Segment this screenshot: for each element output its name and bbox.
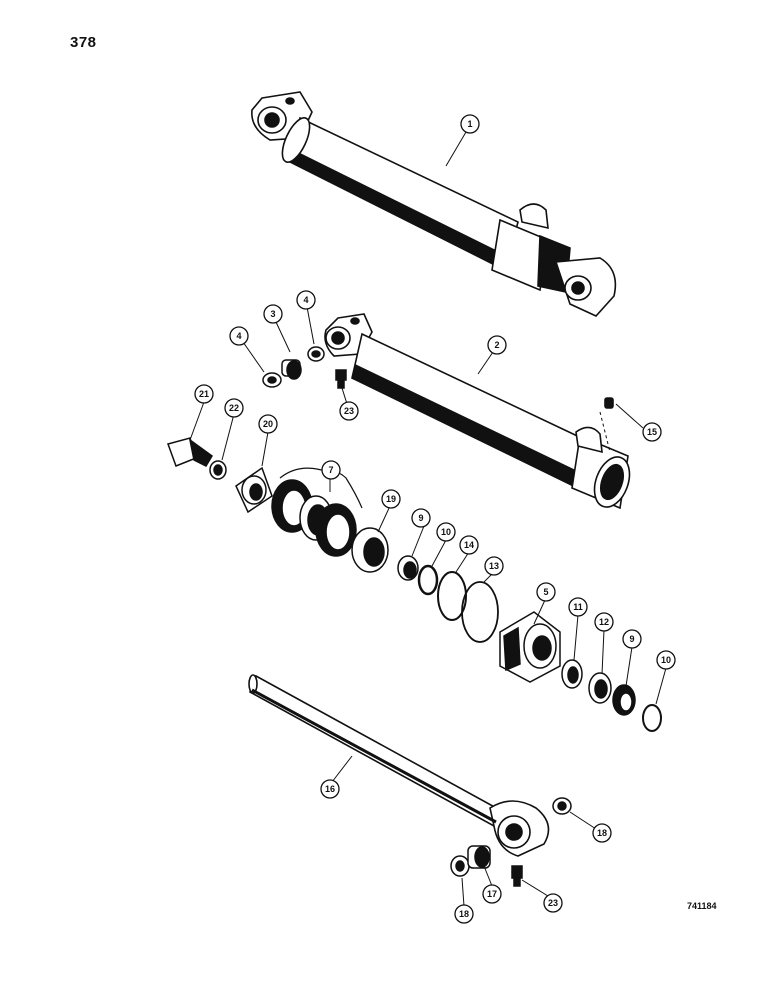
callout-17: 17 [482, 884, 502, 904]
callout-label: 11 [573, 602, 583, 612]
callout-label: 2 [494, 340, 499, 350]
callout-label: 23 [344, 406, 354, 416]
callout-1: 1 [460, 114, 480, 134]
callout-label: 4 [236, 331, 241, 341]
callout-13: 13 [484, 556, 504, 576]
callout-19: 19 [381, 489, 401, 509]
small-parts-bottom [450, 797, 572, 887]
callout-circle [536, 582, 556, 602]
callout-circle [320, 779, 340, 799]
callout-circle [622, 629, 642, 649]
callout-circle [459, 535, 479, 555]
callout-label: 10 [441, 527, 451, 537]
callout-4: 4 [296, 290, 316, 310]
figure-code: 741184 [687, 901, 717, 911]
cylinder-assembly [251, 91, 617, 317]
callout-label: 14 [464, 540, 474, 550]
callout-2: 2 [487, 335, 507, 355]
callout-circle [642, 422, 662, 442]
callout-label: 5 [543, 587, 548, 597]
callout-circle [224, 398, 244, 418]
callout-5: 5 [536, 582, 556, 602]
callout-21: 21 [194, 384, 214, 404]
callout-18: 18 [592, 823, 612, 843]
callout-circle [411, 508, 431, 528]
callout-circle [454, 904, 474, 924]
callout-10: 10 [656, 650, 676, 670]
callout-label: 1 [467, 119, 472, 129]
callout-label: 17 [487, 889, 497, 899]
callout-circle [656, 650, 676, 670]
callout-22: 22 [224, 398, 244, 418]
callout-label: 4 [303, 295, 308, 305]
callout-23: 23 [543, 893, 563, 913]
cylinder-barrel [324, 313, 631, 510]
callout-circle [482, 884, 502, 904]
callout-circle [592, 823, 612, 843]
callout-label: 3 [270, 309, 275, 319]
callout-label: 23 [548, 898, 558, 908]
callout-circle [321, 460, 341, 480]
leader-lines [189, 131, 667, 907]
callout-11: 11 [568, 597, 588, 617]
small-parts-top [262, 346, 347, 389]
callout-label: 10 [661, 655, 671, 665]
callout-9: 9 [622, 629, 642, 649]
callout-label: 7 [328, 465, 333, 475]
callout-15: 15 [642, 422, 662, 442]
callout-label: 9 [629, 634, 634, 644]
page-number: 378 [70, 34, 97, 51]
callout-circle [229, 326, 249, 346]
callout-label: 9 [418, 513, 423, 523]
callout-label: 22 [229, 403, 239, 413]
callout-circle [381, 489, 401, 509]
callout-label: 18 [597, 828, 607, 838]
callout-label: 13 [489, 561, 499, 571]
callout-label: 19 [386, 494, 396, 504]
callout-20: 20 [258, 414, 278, 434]
callout-circle [484, 556, 504, 576]
callout-circle [594, 612, 614, 632]
callout-circle [568, 597, 588, 617]
callout-circle [436, 522, 456, 542]
callout-12: 12 [594, 612, 614, 632]
callout-7: 7 [321, 460, 341, 480]
callout-circle [487, 335, 507, 355]
callout-label: 20 [263, 419, 273, 429]
callout-circle [258, 414, 278, 434]
piston-parts [167, 437, 662, 732]
callout-label: 15 [647, 427, 657, 437]
callout-10: 10 [436, 522, 456, 542]
callout-circle [460, 114, 480, 134]
callout-4: 4 [229, 326, 249, 346]
callout-18: 18 [454, 904, 474, 924]
callout-14: 14 [459, 535, 479, 555]
callout-3: 3 [263, 304, 283, 324]
callout-23: 23 [339, 401, 359, 421]
callout-circle [296, 290, 316, 310]
callout-label: 12 [599, 617, 609, 627]
callout-circle [543, 893, 563, 913]
callout-circle [263, 304, 283, 324]
callout-16: 16 [320, 779, 340, 799]
callout-circle [194, 384, 214, 404]
callout-label: 21 [199, 389, 209, 399]
piston-rod [248, 674, 550, 857]
callout-9: 9 [411, 508, 431, 528]
callout-circle [339, 401, 359, 421]
callout-label: 18 [459, 909, 469, 919]
callout-label: 16 [325, 784, 335, 794]
